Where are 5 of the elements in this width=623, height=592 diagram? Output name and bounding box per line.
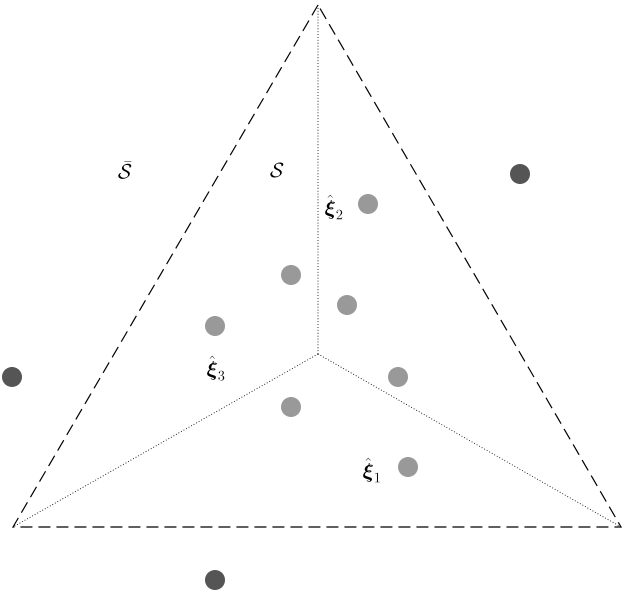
math-label: $\hat{\boldsymbol{\xi}}_{1}$ — [363, 458, 380, 482]
math-label: $\mathcal{S}$ — [270, 162, 284, 178]
math-label: $\bar{\mathcal{S}}$ — [118, 161, 132, 179]
math-label: $\hat{\boldsymbol{\xi}}_{3}$ — [207, 356, 224, 381]
math-label: $\hat{\boldsymbol{\xi}}_{2}$ — [325, 194, 342, 220]
